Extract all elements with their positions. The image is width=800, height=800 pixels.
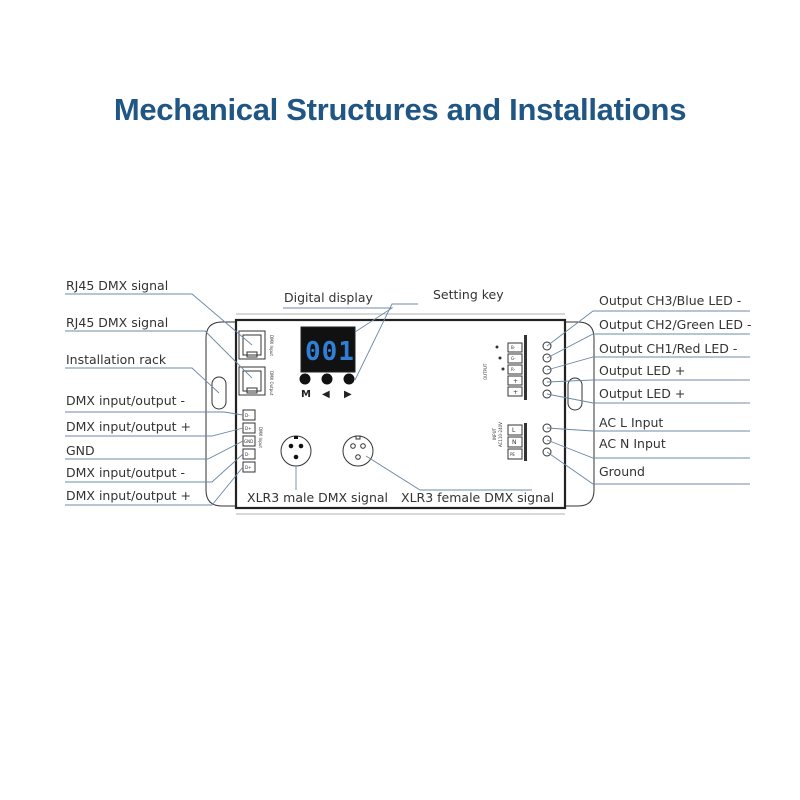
setting-keys: M ◀ ▶ [299, 373, 355, 400]
label-dmx-plus-2: DMX input/output + [66, 488, 191, 503]
page-title: Mechanical Structures and Installations [113, 92, 687, 127]
input-caption: INPUT [492, 427, 497, 440]
left-key-label: ◀ [322, 389, 330, 400]
output-terminal-block: B- G- R- + + OUTPUT [483, 335, 527, 400]
label-gnd: GND [66, 443, 95, 458]
label-installation-rack: Installation rack [66, 352, 167, 367]
out-term-g: G- [511, 356, 516, 361]
label-ac-n: AC N Input [599, 436, 666, 451]
label-digital-display: Digital display [284, 290, 374, 305]
rj45-port-top: DMX Input [238, 330, 274, 360]
label-out-ch1: Output CH1/Red LED - [599, 341, 737, 356]
rj45-caption-bottom: DMX Output [269, 371, 274, 396]
m-key-label: M [301, 389, 311, 400]
label-out-ch2: Output CH2/Green LED - [599, 317, 751, 332]
label-ac-l: AC L Input [599, 415, 663, 430]
output-caption: OUTPUT [483, 363, 488, 380]
label-ground: Ground [599, 464, 645, 479]
label-xlr3-female: XLR3 female DMX signal [401, 490, 554, 505]
leader-lines-right [546, 310, 750, 485]
label-rj45-bottom: RJ45 DMX signal [66, 315, 168, 330]
label-out-led-2: Output LED + [599, 386, 685, 401]
right-key[interactable] [343, 373, 355, 385]
in-term-l: L [512, 427, 516, 434]
xlr3-male-connector [280, 435, 312, 467]
input-terminal-block: L N PE INPUT AC110-240V [492, 422, 527, 461]
rj45-port-bottom: DMX Output [238, 366, 274, 396]
in-term-pe: PE [510, 452, 515, 457]
device-body [234, 318, 567, 510]
digital-display: 001 [300, 326, 356, 373]
label-rj45-top: RJ45 DMX signal [66, 278, 168, 293]
terminal-d-plus-1: D+ [245, 426, 251, 431]
out-term-plus-1: + [513, 378, 518, 385]
leader-lines-top [283, 303, 418, 381]
label-setting-key: Setting key [433, 287, 504, 302]
right-key-label: ▶ [344, 389, 352, 400]
m-key[interactable] [299, 373, 311, 385]
label-out-led-1: Output LED + [599, 363, 685, 378]
terminal-d-minus-1: D- [245, 413, 250, 418]
label-out-ch3: Output CH3/Blue LED - [599, 293, 741, 308]
label-dmx-minus-1: DMX input/output - [66, 393, 185, 408]
xlr3-female-connector [342, 435, 374, 467]
leader-lines-left [65, 293, 253, 506]
rj45-caption-top: DMX Input [269, 335, 274, 356]
left-key[interactable] [321, 373, 333, 385]
leader-lines-bottom [295, 455, 532, 491]
input-voltage: AC110-240V [498, 422, 503, 447]
in-term-n: N [512, 439, 517, 446]
out-term-r: R- [511, 367, 516, 372]
installation-rack-left [205, 321, 236, 507]
installation-rack-right [565, 321, 595, 507]
label-dmx-minus-2: DMX input/output - [66, 465, 185, 480]
label-dmx-plus-1: DMX input/output + [66, 419, 191, 434]
out-term-b: B- [511, 345, 516, 350]
out-term-plus-2: + [513, 389, 518, 396]
terminal-gnd: GND [244, 439, 253, 444]
terminal-caption: DMX Input [258, 427, 263, 448]
label-xlr3-male: XLR3 male DMX signal [247, 490, 388, 505]
display-digits: 001 [305, 337, 355, 367]
terminal-d-plus-2: D+ [245, 465, 251, 470]
terminal-d-minus-2: D- [245, 452, 250, 457]
